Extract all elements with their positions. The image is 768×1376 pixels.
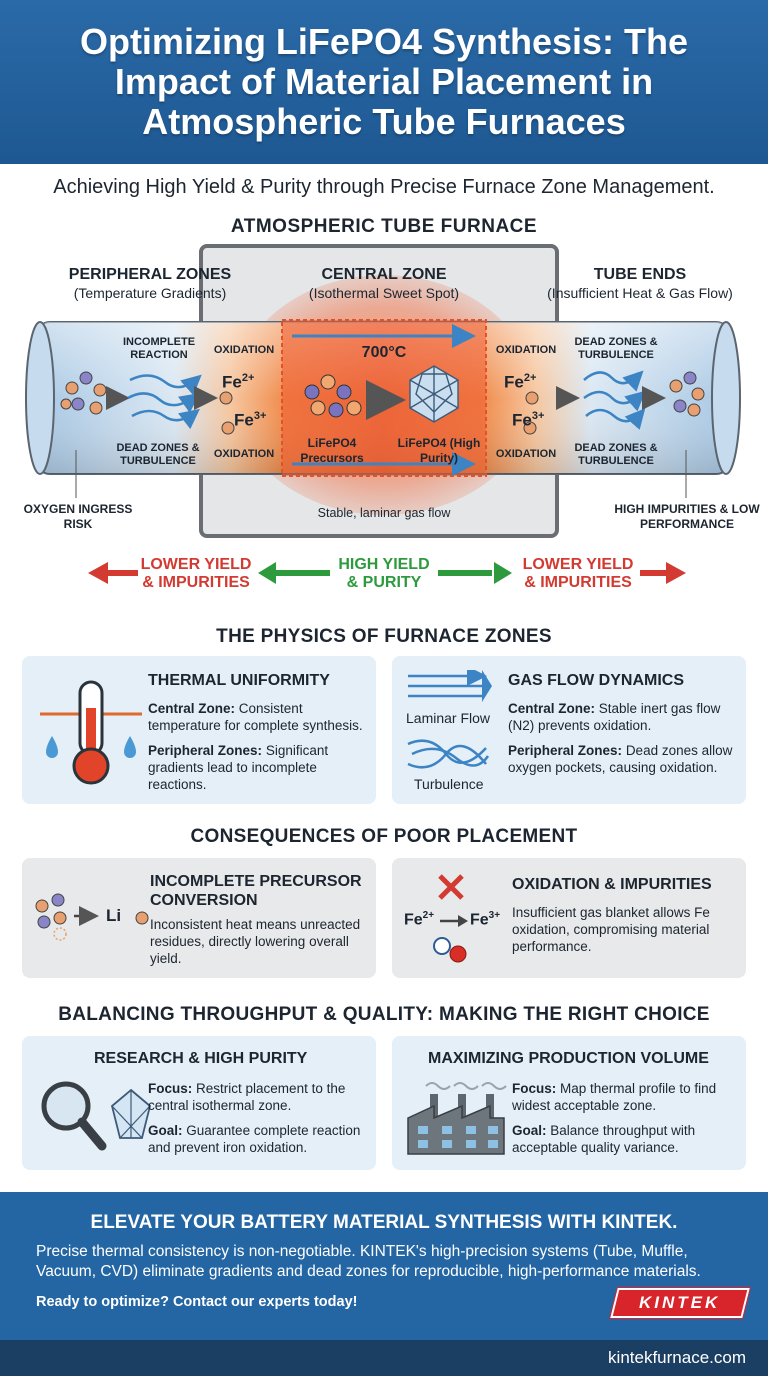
outcome-right: LOWER YIELD & IMPURITIES <box>522 556 634 591</box>
label-dead-zones-left: DEAD ZONES & TURBULENCE <box>116 442 200 467</box>
research-goal: Goal: Guarantee complete reaction and pr… <box>148 1123 361 1155</box>
furnace-diagram <box>25 244 741 538</box>
zone-central-label: CENTRAL ZONE (Isothermal Sweet Spot) <box>274 266 494 301</box>
website-link[interactable]: kintekfurnace.com <box>608 1348 746 1367</box>
gasflow-title: GAS FLOW DYNAMICS <box>508 672 684 689</box>
left-turbulence <box>127 374 202 430</box>
kintek-logo[interactable]: KINTEK <box>610 1288 750 1318</box>
label-dead-zones-right-bottom: DEAD ZONES & TURBULENCE <box>574 442 658 467</box>
ion-fe2-left: Fe2+ <box>222 372 255 392</box>
footer-cta[interactable]: Ready to optimize? Contact our experts t… <box>36 1294 358 1310</box>
incomplete-card: Li INCOMPLETE PRECURSOR CONVERSION Incon… <box>22 858 376 978</box>
thermal-peripheral: Peripheral Zones: Significant gradients … <box>148 743 329 792</box>
label-precursors: LiFePO4 Precursors <box>300 436 364 465</box>
research-title: RESEARCH & HIGH PURITY <box>94 1050 308 1067</box>
thermal-central: Central Zone: Consistent temperature for… <box>148 701 363 733</box>
diagram-title: ATMOSPHERIC TUBE FURNACE <box>230 216 538 237</box>
turbulence-label: Turbulence <box>414 776 484 792</box>
left-particles <box>60 371 107 415</box>
gasflow-peripheral: Peripheral Zones: Dead zones allow oxyge… <box>508 743 733 775</box>
gasflow-central: Central Zone: Stable inert gas flow (N2)… <box>508 701 721 733</box>
arrow-green-right <box>494 562 512 584</box>
ion-fe3-left: Fe3+ <box>234 410 267 430</box>
oxidation-title: OXIDATION & IMPURITIES <box>512 876 712 893</box>
gem-icon <box>110 1088 152 1139</box>
outcome-left: LOWER YIELD & IMPURITIES <box>140 556 252 591</box>
thermometer-icon <box>40 680 142 785</box>
right-turbulence <box>583 370 646 430</box>
ion-fe3-card: Fe3+ <box>470 910 501 929</box>
incomplete-text: Inconsistent heat means unreacted residu… <box>150 917 361 966</box>
outcome-center: HIGH YIELD & PURITY <box>338 556 430 591</box>
thermal-card: THERMAL UNIFORMITY Central Zone: Consist… <box>22 656 376 804</box>
label-oxidation-right-top: OXIDATION <box>495 344 557 356</box>
zone-peripheral-sub: (Temperature Gradients) <box>73 285 227 301</box>
page-title: Optimizing LiFePO4 Synthesis: The Impact… <box>79 21 689 142</box>
label-oxygen-ingress: OXYGEN INGRESS RISK <box>23 502 133 531</box>
research-focus: Focus: Restrict placement to the central… <box>148 1081 346 1113</box>
laminar-flow-icon <box>408 670 492 702</box>
production-title: MAXIMIZING PRODUCTION VOLUME <box>428 1050 709 1067</box>
thermal-title: THERMAL UNIFORMITY <box>148 672 330 689</box>
oxygen-molecule-icon <box>433 937 467 963</box>
consequences-title: CONSEQUENCES OF POOR PLACEMENT <box>190 826 578 847</box>
website-bar: kintekfurnace.com <box>0 1340 768 1376</box>
crystal-structure <box>409 365 459 423</box>
conversion-icon <box>35 893 149 941</box>
zone-peripheral-label: PERIPHERAL ZONES (Temperature Gradients) <box>40 266 260 301</box>
arrow-green-left <box>258 562 276 584</box>
balance-title: BALANCING THROUGHPUT & QUALITY: MAKING T… <box>58 1004 710 1025</box>
zone-peripheral-title: PERIPHERAL ZONES <box>68 266 232 283</box>
header-banner: Optimizing LiFePO4 Synthesis: The Impact… <box>0 0 768 164</box>
oxidation-arrow-icon <box>440 915 468 927</box>
physics-title: THE PHYSICS OF FURNACE ZONES <box>216 626 552 647</box>
arrow-left-red <box>88 562 108 584</box>
laminar-label: Laminar Flow <box>406 710 491 726</box>
label-dead-zones-right-top: DEAD ZONES & TURBULENCE <box>574 336 658 361</box>
x-mark-icon <box>438 874 464 900</box>
production-focus: Focus: Map thermal profile to find wides… <box>512 1081 717 1113</box>
oxidation-card: Fe2+ Fe3+ OXIDATION & IMPURITIES Insuffi… <box>392 858 746 978</box>
label-oxidation-right-bottom: OXIDATION <box>495 448 557 460</box>
label-laminar-flow: Stable, laminar gas flow <box>317 506 451 520</box>
production-card: MAXIMIZING PRODUCTION VOLUME Focus: Map … <box>392 1036 746 1170</box>
tube-end-left <box>25 321 55 475</box>
label-incomplete-reaction: INCOMPLETE REACTION <box>122 336 196 361</box>
ion-fe3-right: Fe3+ <box>512 410 545 430</box>
zone-ends-title: TUBE ENDS <box>593 266 687 283</box>
ion-fe2-right: Fe2+ <box>504 372 537 392</box>
ion-fe2-card: Fe2+ <box>404 910 435 929</box>
label-temperature: 700°C <box>361 344 407 361</box>
zone-ends-sub: (Insufficient Heat & Gas Flow) <box>547 285 733 301</box>
footer-banner: ELEVATE YOUR BATTERY MATERIAL SYNTHESIS … <box>0 1192 768 1340</box>
center-precursors <box>304 374 362 418</box>
page-subtitle: Achieving High Yield & Purity through Pr… <box>53 176 715 198</box>
label-oxidation-left-top: OXIDATION <box>213 344 275 356</box>
oxidation-text: Insufficient gas blanket allows Fe oxida… <box>512 905 710 954</box>
label-high-purity: LiFePO4 (High Purity) <box>397 436 481 465</box>
tube-end-right <box>711 321 741 475</box>
footer-title: ELEVATE YOUR BATTERY MATERIAL SYNTHESIS … <box>90 1212 678 1233</box>
turbulence-icon <box>407 739 490 769</box>
zone-ends-label: TUBE ENDS (Insufficient Heat & Gas Flow) <box>520 266 760 301</box>
research-card: RESEARCH & HIGH PURITY Focus: Restrict p… <box>22 1036 376 1170</box>
footer-body: Precise thermal consistency is non-negot… <box>36 1243 701 1280</box>
magnifier-icon <box>41 1081 107 1151</box>
label-oxidation-left-bottom: OXIDATION <box>213 448 275 460</box>
factory-icon <box>407 1082 507 1155</box>
li-label: Li <box>106 906 122 925</box>
zone-central-sub: (Isothermal Sweet Spot) <box>308 285 460 301</box>
incomplete-title: INCOMPLETE PRECURSOR CONVERSION <box>150 873 362 909</box>
zone-central-title: CENTRAL ZONE <box>321 266 447 283</box>
arrow-right-red <box>666 562 686 584</box>
label-high-impurities: HIGH IMPURITIES & LOW PERFORMANCE <box>614 502 760 531</box>
outcome-arrows <box>88 562 686 584</box>
gasflow-card: Laminar Flow Turbulence GAS FLOW DYNAMIC… <box>392 656 746 804</box>
right-particles <box>669 371 705 417</box>
production-goal: Goal: Balance throughput with acceptable… <box>512 1123 696 1155</box>
